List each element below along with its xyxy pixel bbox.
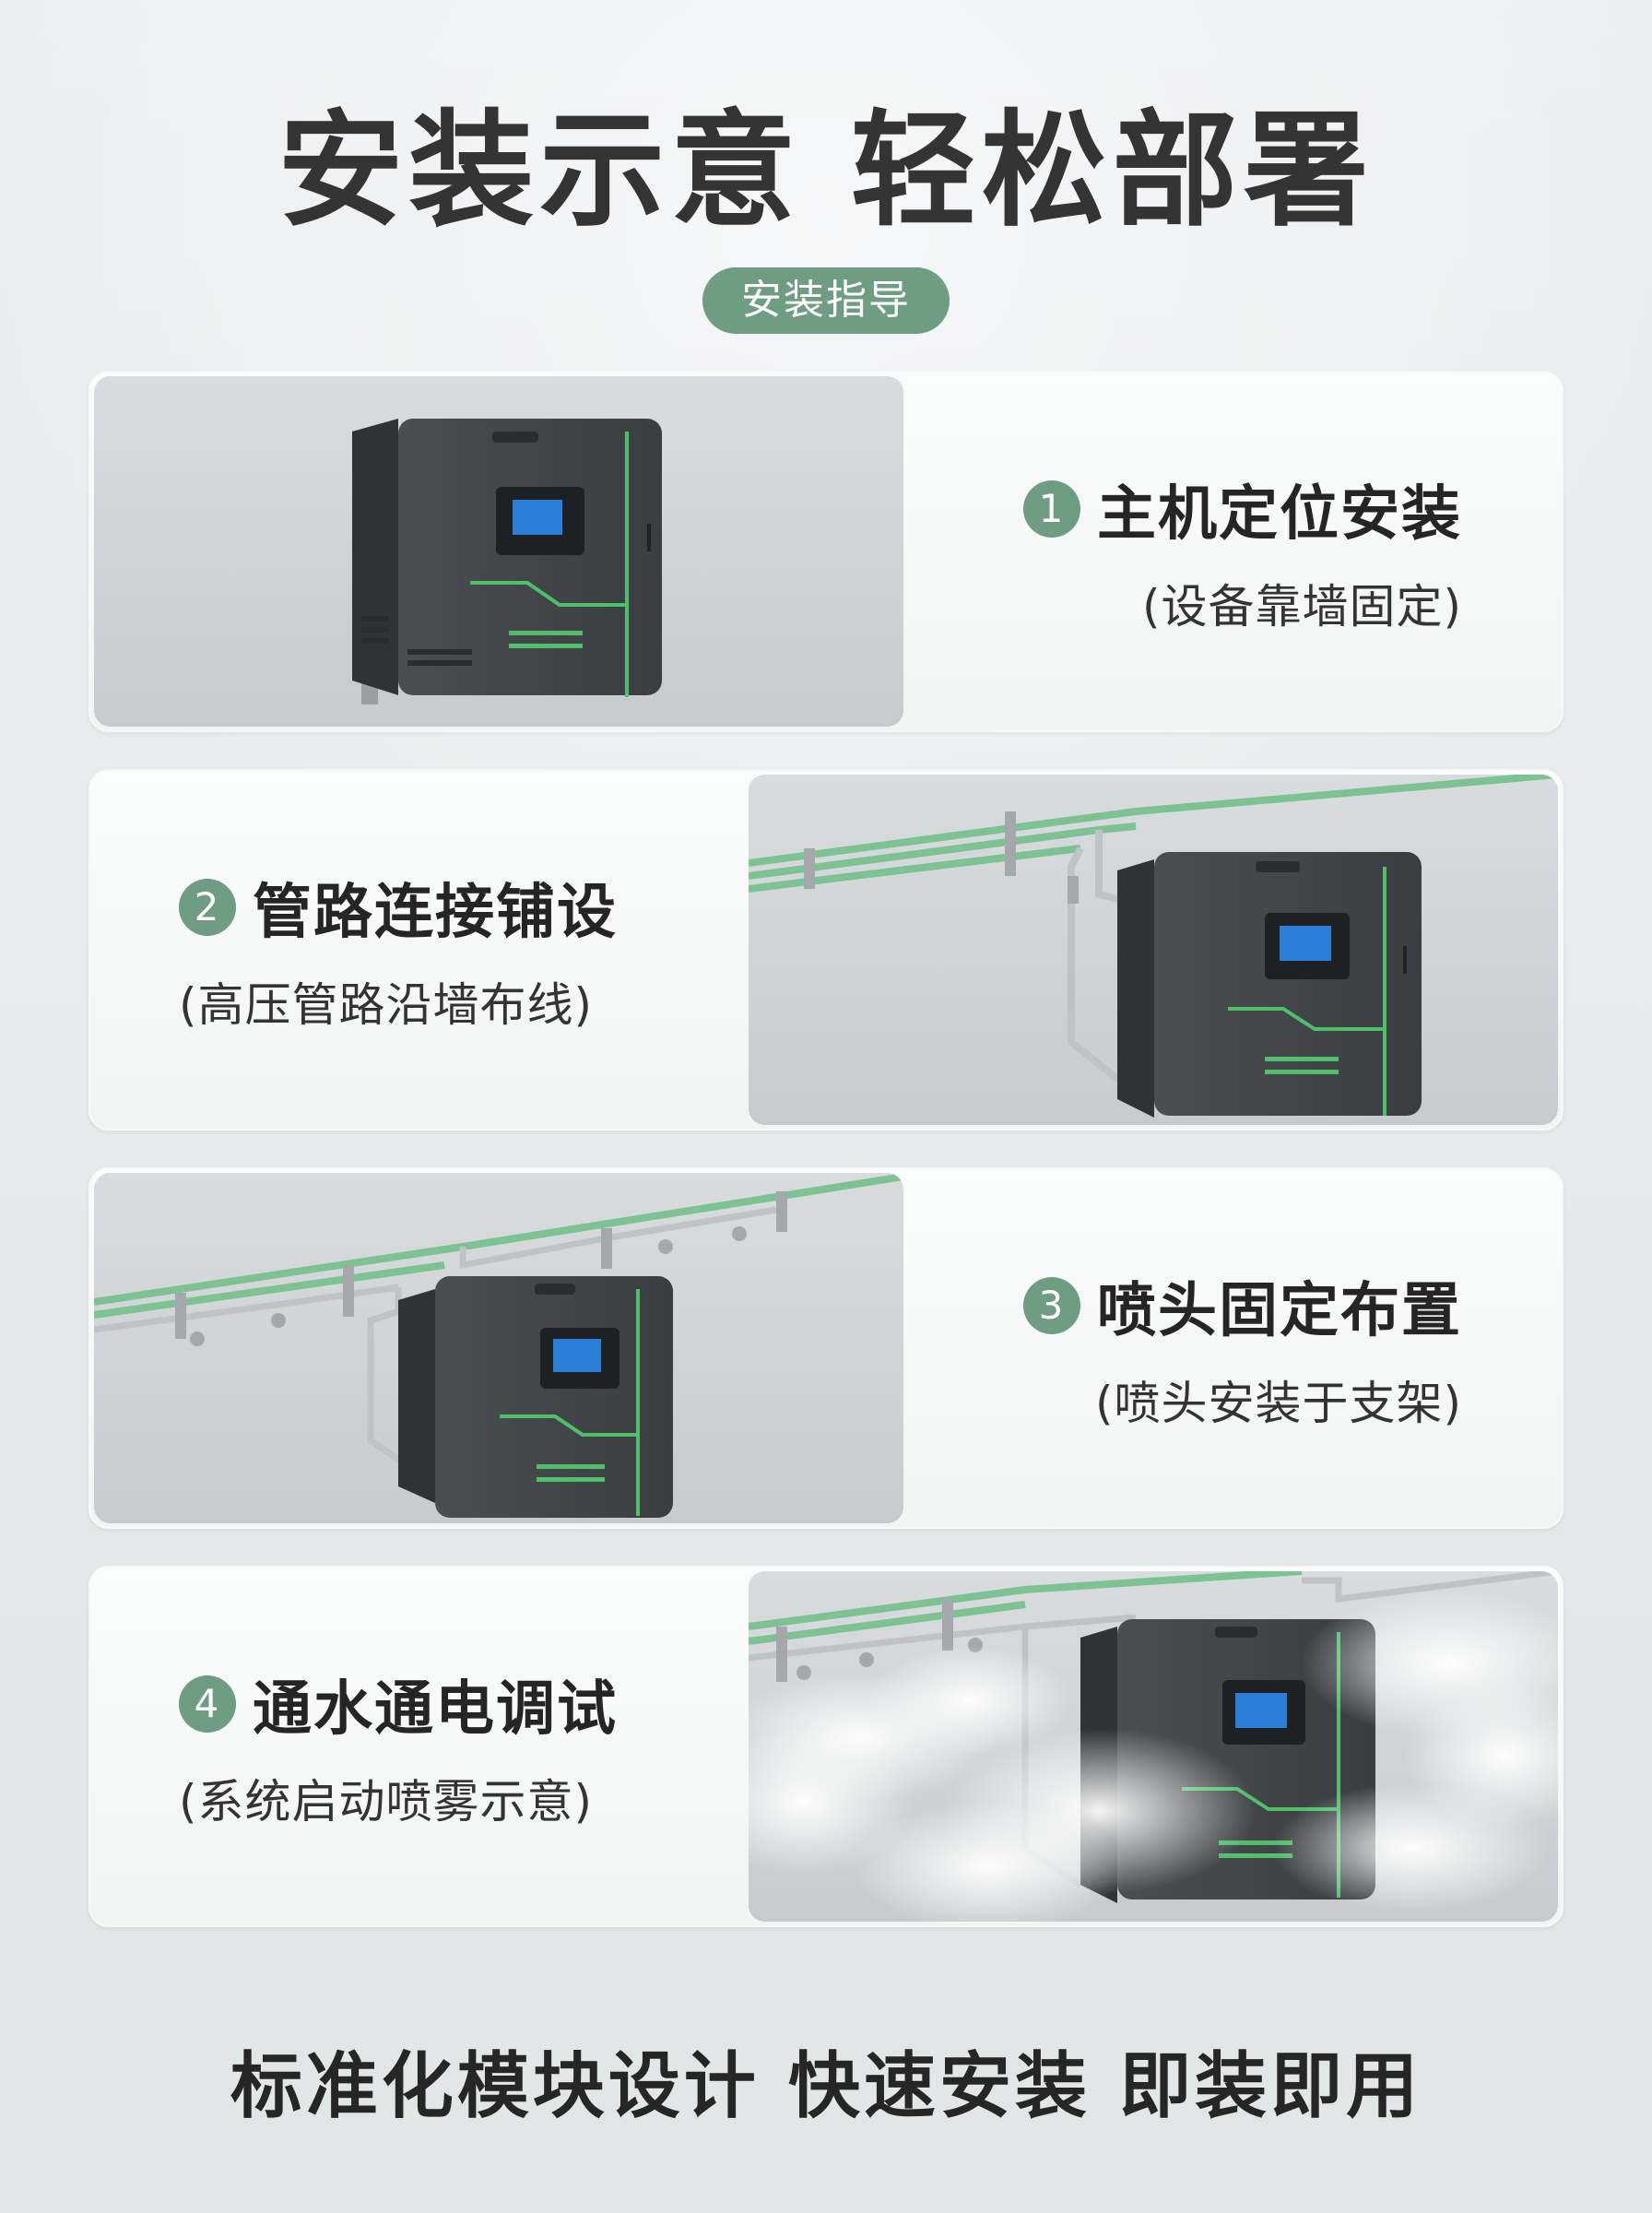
step-1-text: 1 主机定位安装 (设备靠墙固定): [817, 371, 1462, 732]
step-card-4: 4 通水通电调试 (系统启动喷雾示意): [88, 1566, 1564, 1927]
step-2-subtitle: (高压管路沿墙布线): [179, 978, 594, 1032]
step-3-number-badge: 3: [1023, 1277, 1080, 1334]
step-4-text: 4 通水通电调试 (系统启动喷雾示意): [179, 1566, 824, 1927]
step-4-title: 通水通电调试: [253, 1675, 618, 1744]
guide-badge: 安装指导: [702, 267, 950, 334]
step-2-heading: 2 管路连接铺设: [179, 865, 618, 950]
step-4-image: [749, 1571, 1558, 1922]
step-2-image: [749, 775, 1558, 1125]
step-4-subtitle: (系统启动喷雾示意): [179, 1775, 594, 1828]
step-3-heading: 3 喷头固定布置: [1023, 1263, 1462, 1348]
step-2-text: 2 管路连接铺设 (高压管路沿墙布线): [179, 769, 824, 1130]
step-1-subtitle: (设备靠墙固定): [1141, 580, 1462, 633]
step-1-image: [94, 376, 903, 727]
step-1-title: 主机定位安装: [1097, 480, 1462, 549]
step-3-text: 3 喷头固定布置 (喷头安装于支架): [817, 1167, 1462, 1529]
step-card-2: 2 管路连接铺设 (高压管路沿墙布线): [88, 769, 1564, 1130]
step-3-title: 喷头固定布置: [1097, 1277, 1462, 1345]
step-3-image: [94, 1173, 903, 1523]
step-card-1: 1 主机定位安装 (设备靠墙固定): [88, 371, 1564, 732]
page-title: 安装示意 轻松部署: [277, 99, 1375, 244]
step-2-title: 管路连接铺设: [253, 879, 618, 947]
step-3-subtitle: (喷头安装于支架): [1094, 1377, 1462, 1430]
footer-slogan: 标准化模块设计 快速安装 即装即用: [230, 2045, 1422, 2128]
step-4-heading: 4 通水通电调试: [179, 1662, 618, 1746]
step-4-number-badge: 4: [179, 1675, 236, 1733]
step-card-3: 3 喷头固定布置 (喷头安装于支架): [88, 1167, 1564, 1529]
step-1-heading: 1 主机定位安装: [1023, 467, 1462, 551]
step-2-number-badge: 2: [179, 879, 236, 936]
step-1-number-badge: 1: [1023, 480, 1080, 538]
